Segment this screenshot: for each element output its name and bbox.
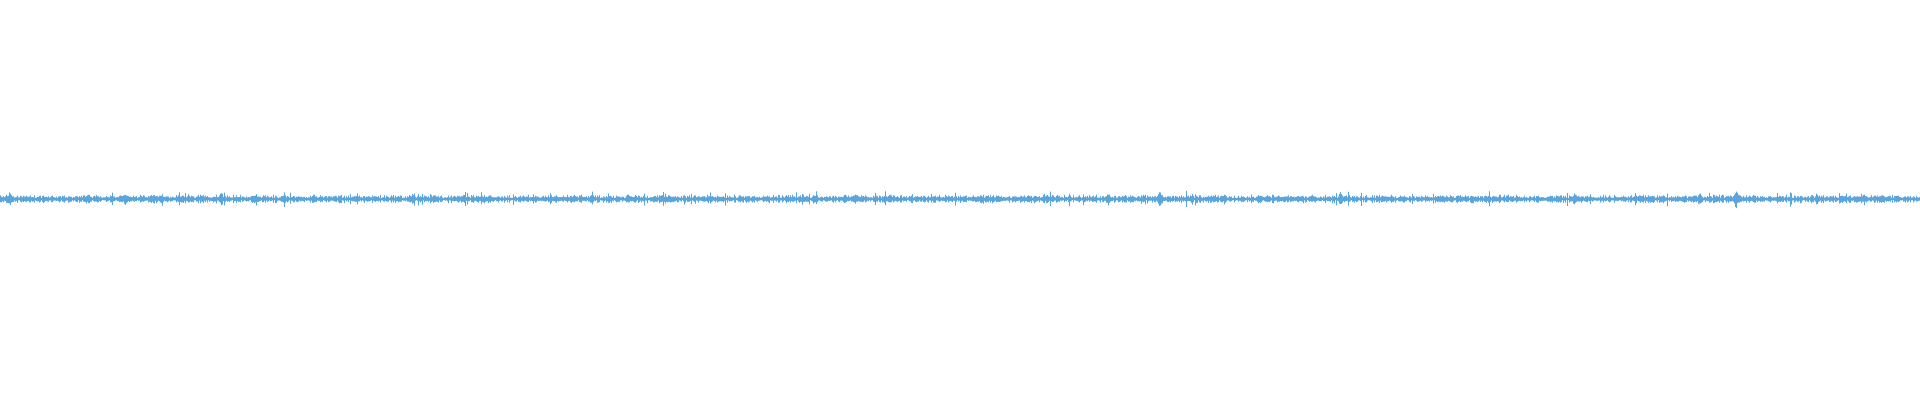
waveform-trace (0, 191, 1920, 208)
